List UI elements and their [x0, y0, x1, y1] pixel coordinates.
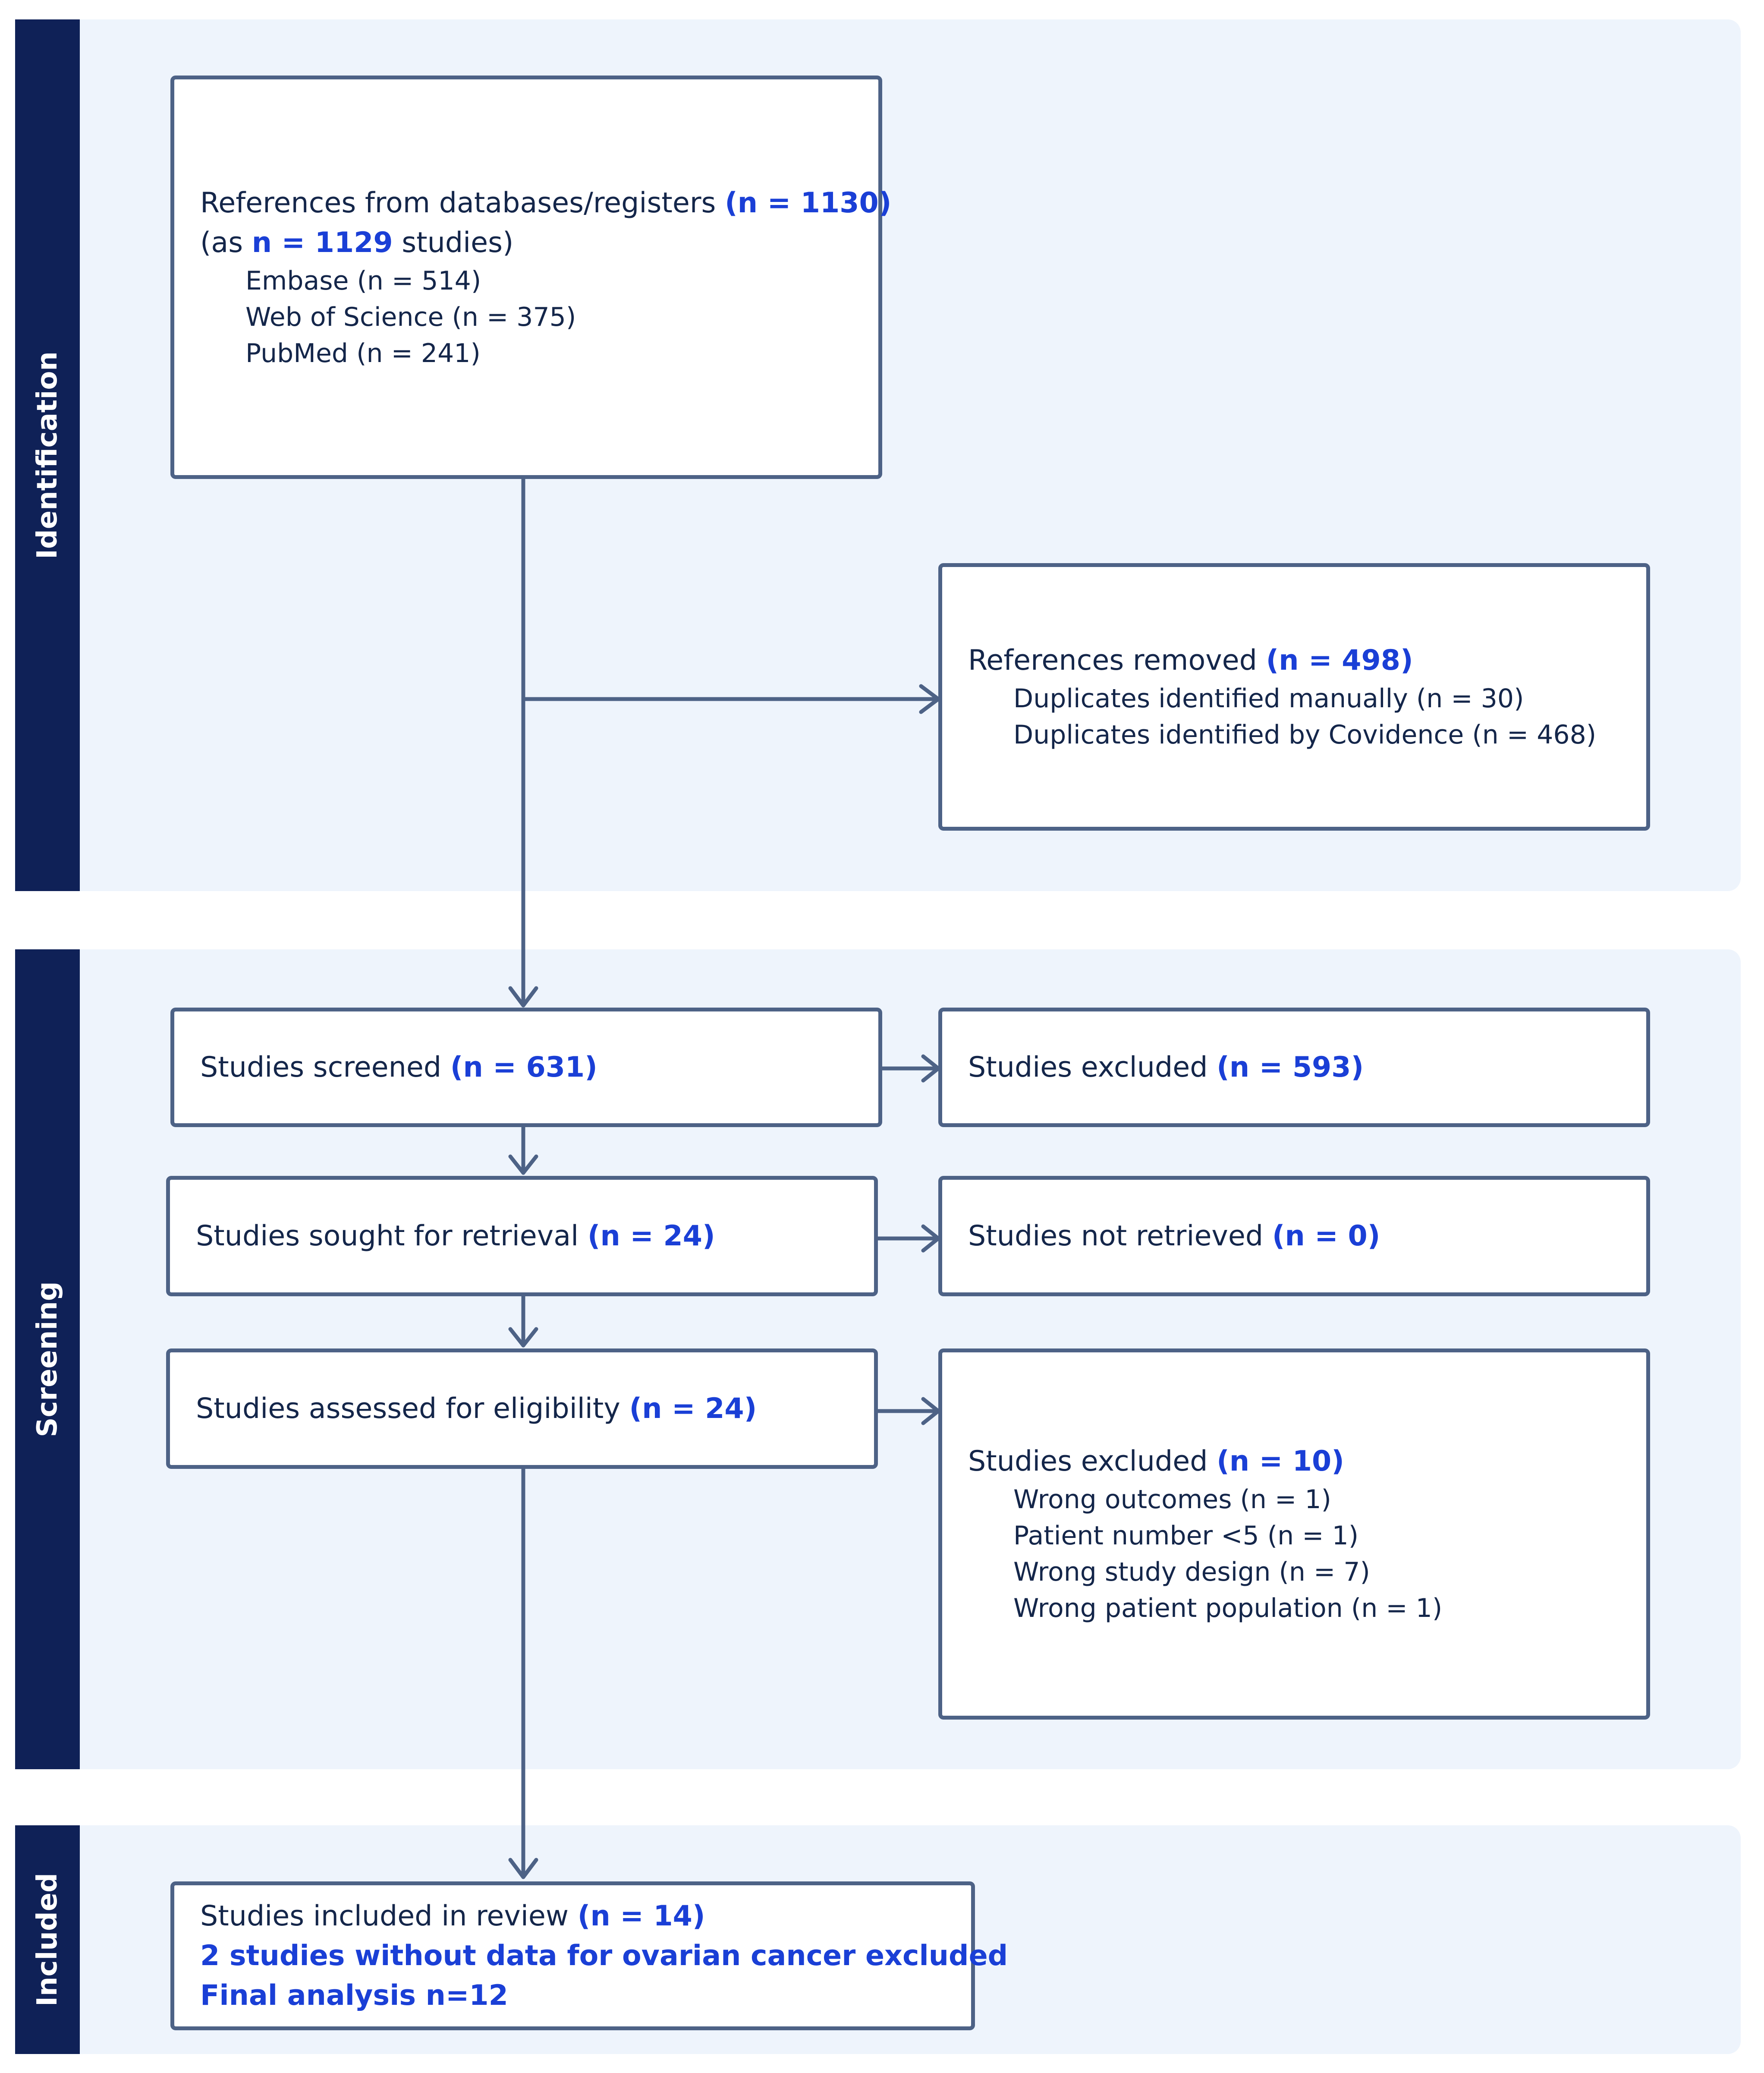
- identification-stage-bar: Identification: [15, 19, 80, 891]
- excluded-screen-label: Studies excluded: [968, 1051, 1217, 1084]
- references-as-prefix: (as: [200, 226, 252, 259]
- excluded-screen-line: Studies excluded (n = 593): [968, 1048, 1638, 1087]
- included-label: Studies included in review: [200, 1900, 578, 1932]
- removed-manual: Duplicates identified manually (n = 30): [1013, 684, 1524, 714]
- source-pubmed: PubMed (n = 241): [245, 338, 481, 369]
- screened-line: Studies screened (n = 631): [200, 1048, 870, 1087]
- excluded-eligibility-label: Studies excluded: [968, 1445, 1217, 1478]
- references-box: References from databases/registers (n =…: [170, 76, 891, 479]
- arrowhead-included: [508, 1858, 538, 1879]
- not-retrieved-line: Studies not retrieved (n = 0): [968, 1216, 1638, 1256]
- assessed-label: Studies assessed for eligibility: [196, 1392, 629, 1425]
- studies-screened-box: Studies screened (n = 631): [170, 1008, 882, 1127]
- not-retrieved-count: (n = 0): [1272, 1219, 1380, 1252]
- references-label: References from databases/registers: [200, 186, 725, 219]
- reason-wrong-study-design: Wrong study design (n = 7): [1013, 1557, 1370, 1587]
- sought-count: (n = 24): [587, 1219, 715, 1252]
- studies-included-box: Studies included in review (n = 14) 2 st…: [170, 1881, 1008, 2030]
- assessed-line: Studies assessed for eligibility (n = 24…: [196, 1389, 865, 1429]
- reason-wrong-patient-population: Wrong patient population (n = 1): [1013, 1593, 1443, 1623]
- included-count: (n = 14): [577, 1900, 705, 1932]
- removed-covidence: Duplicates identified by Covidence (n = …: [1013, 720, 1597, 750]
- excluded-eligibility-count: (n = 10): [1217, 1445, 1344, 1478]
- sought-label: Studies sought for retrieval: [196, 1219, 588, 1252]
- references-study-count: n = 1129: [252, 226, 393, 259]
- included-note-excluded: 2 studies without data for ovarian cance…: [200, 1939, 1008, 1972]
- source-embase: Embase (n = 514): [245, 265, 481, 296]
- reason-patient-number: Patient number <5 (n = 1): [1013, 1521, 1359, 1551]
- references-count: (n = 1130): [725, 186, 892, 219]
- studies-excluded-screen-box: Studies excluded (n = 593): [938, 1008, 1650, 1127]
- studies-excluded-eligibility-box: Studies excluded (n = 10) Wrong outcomes…: [938, 1348, 1650, 1720]
- excluded-eligibility-line: Studies excluded (n = 10): [968, 1442, 1638, 1481]
- references-as-suffix: studies): [393, 226, 514, 259]
- source-web-of-science: Web of Science (n = 375): [245, 302, 576, 332]
- screening-stage-bar: Screening: [15, 949, 80, 1769]
- screened-label: Studies screened: [200, 1051, 450, 1084]
- studies-sought-box: Studies sought for retrieval (n = 24): [166, 1176, 878, 1296]
- arrowhead-assessed: [508, 1327, 538, 1348]
- studies-not-retrieved-box: Studies not retrieved (n = 0): [938, 1176, 1650, 1296]
- included-stage-bar: Included: [15, 1825, 80, 2054]
- included-line: Studies included in review (n = 14): [200, 1897, 962, 1936]
- references-removed-box: References removed (n = 498) Duplicates …: [938, 563, 1650, 831]
- excluded-screen-count: (n = 593): [1217, 1051, 1364, 1084]
- references-line-2: (as n = 1129 studies): [200, 223, 870, 263]
- arrowhead-sought: [508, 1154, 538, 1175]
- removed-line: References removed (n = 498): [968, 641, 1638, 680]
- not-retrieved-label: Studies not retrieved: [968, 1219, 1272, 1252]
- arrowhead-screened: [508, 986, 538, 1008]
- assessed-count: (n = 24): [629, 1392, 757, 1425]
- sought-line: Studies sought for retrieval (n = 24): [196, 1216, 865, 1256]
- references-line-1: References from databases/registers (n =…: [200, 183, 891, 223]
- removed-count: (n = 498): [1266, 644, 1413, 677]
- studies-assessed-box: Studies assessed for eligibility (n = 24…: [166, 1348, 878, 1469]
- included-note-final: Final analysis n=12: [200, 1979, 508, 2012]
- reason-wrong-outcomes: Wrong outcomes (n = 1): [1013, 1484, 1331, 1515]
- removed-label: References removed: [968, 644, 1266, 677]
- screened-count: (n = 631): [450, 1051, 597, 1084]
